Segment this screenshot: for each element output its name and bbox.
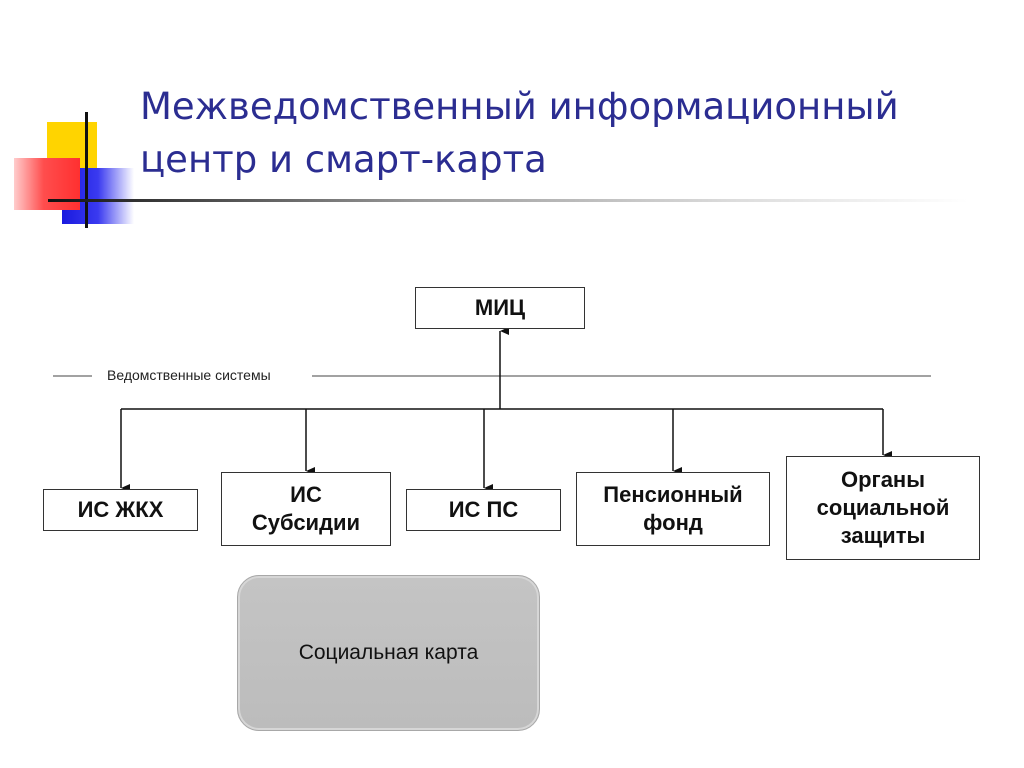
node-is-subsidii: ИС Субсидии <box>221 472 391 546</box>
systems-label: Ведомственные системы <box>103 367 275 383</box>
node-label: социальной <box>816 495 950 520</box>
node-label: ИС <box>290 482 322 507</box>
social-card: Социальная карта <box>237 575 540 731</box>
node-mic-label: МИЦ <box>474 295 526 320</box>
node-label: Субсидии <box>251 510 361 535</box>
title-line-1: Межведомственный информационный <box>140 85 899 128</box>
node-label: Органы <box>840 467 926 492</box>
node-mic: МИЦ <box>415 287 585 329</box>
slide-title: Межведомственный информационный центр и … <box>140 80 1000 186</box>
node-is-ps: ИС ПС <box>406 489 561 531</box>
node-social-protection: Органы социальной защиты <box>786 456 980 560</box>
social-card-label: Социальная карта <box>298 641 479 664</box>
logo-vertical-line <box>85 112 88 228</box>
title-underline <box>48 199 968 202</box>
title-line-2: центр и смарт-карта <box>140 138 547 181</box>
node-label: фонд <box>643 510 703 535</box>
node-is-zhkh: ИС ЖКХ <box>43 489 198 531</box>
node-label: ИС ПС <box>448 497 519 522</box>
node-label: защиты <box>840 523 926 548</box>
node-label: ИС ЖКХ <box>77 497 164 522</box>
logo-decoration <box>0 0 150 240</box>
node-label: Пенсионный <box>603 482 743 507</box>
node-pension-fund: Пенсионный фонд <box>576 472 770 546</box>
